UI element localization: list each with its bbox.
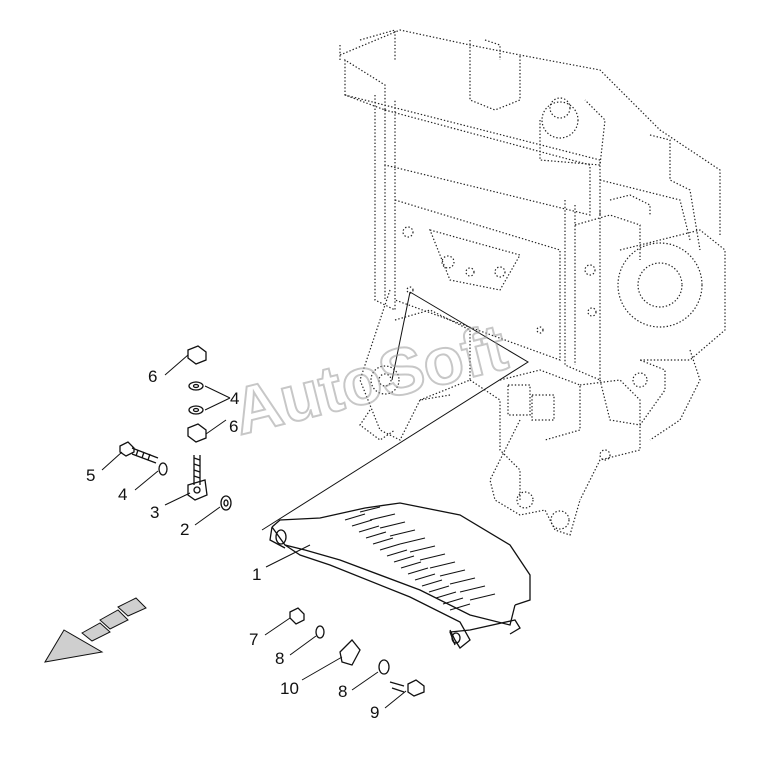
watermark: AutoSoft: [225, 309, 513, 448]
step-tread: [269, 502, 531, 649]
callout-10: 10: [280, 679, 299, 698]
leader-lines: [101, 354, 407, 709]
machine-frame: [339, 29, 726, 536]
direction-arrow-icon: [44, 597, 147, 663]
callout-7: 7: [249, 630, 258, 649]
callout-9: 9: [370, 703, 379, 722]
callout-8-upper: 8: [275, 649, 284, 668]
callout-5: 5: [86, 466, 95, 485]
lower-hardware: [289, 607, 425, 697]
callout-2: 2: [180, 520, 189, 539]
callout-8-lower: 8: [338, 682, 347, 701]
callout-6-lower: 6: [229, 417, 238, 436]
reference-lines: [261, 291, 529, 531]
callout-1: 1: [252, 565, 261, 584]
callout-4-upper: 4: [230, 389, 239, 408]
callout-6-upper: 6: [148, 367, 157, 386]
upper-hardware: [119, 345, 232, 511]
tread-slots: [344, 506, 496, 611]
callout-labels: 1 2 3 4 4 5 6 6 7 8 8 10 9: [86, 367, 379, 722]
callout-4-lower: 4: [118, 485, 127, 504]
callout-3: 3: [150, 503, 159, 522]
